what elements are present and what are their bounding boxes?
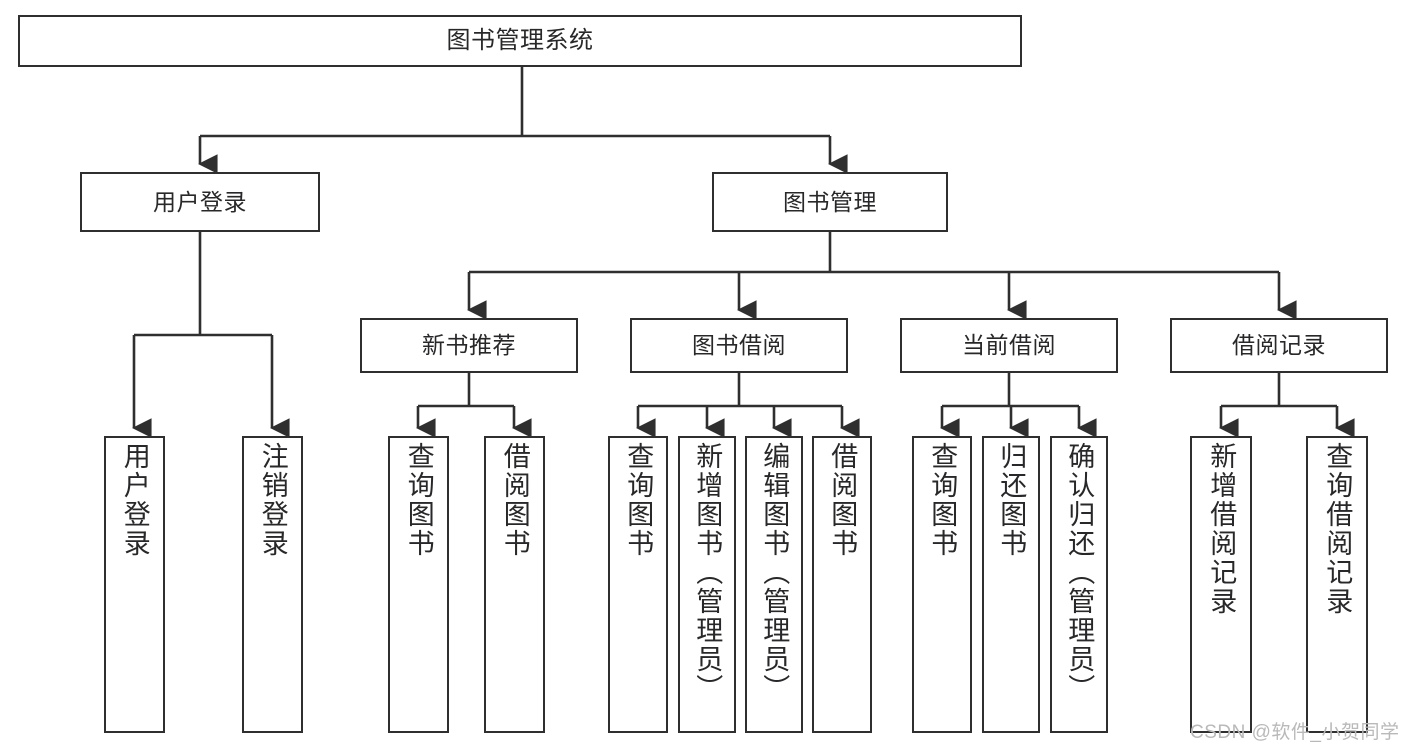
leaf-node-label: 归还图书 bbox=[996, 442, 1027, 558]
leaf-node-label: 编辑图书（管理员） bbox=[759, 442, 790, 703]
node-root[interactable]: 图书管理系统 bbox=[18, 15, 1022, 67]
leaf-node-label: 新增借阅记录 bbox=[1206, 442, 1237, 616]
leaf-node[interactable]: 新增借阅记录 bbox=[1190, 436, 1252, 733]
node-borrow-record-label: 借阅记录 bbox=[1232, 332, 1326, 359]
csdn-watermark: CSDN @软件_小贺同学 bbox=[1190, 722, 1400, 743]
leaf-node[interactable]: 查询借阅记录 bbox=[1306, 436, 1368, 733]
leaf-node-label: 查询借阅记录 bbox=[1322, 442, 1353, 616]
leaf-node[interactable]: 用户登录 bbox=[104, 436, 165, 733]
node-current-borrow[interactable]: 当前借阅 bbox=[900, 318, 1118, 373]
node-book-borrow-label: 图书借阅 bbox=[692, 332, 786, 359]
leaf-node[interactable]: 确认归还（管理员） bbox=[1050, 436, 1108, 733]
node-user-login-label: 用户登录 bbox=[153, 188, 247, 215]
leaf-node[interactable]: 归还图书 bbox=[982, 436, 1040, 733]
node-user-login[interactable]: 用户登录 bbox=[80, 172, 320, 232]
leaf-node[interactable]: 查询图书 bbox=[388, 436, 449, 733]
leaf-node-label: 新增图书（管理员） bbox=[692, 442, 723, 703]
node-root-label: 图书管理系统 bbox=[446, 27, 594, 55]
leaf-node-label: 确认归还（管理员） bbox=[1064, 442, 1095, 703]
leaf-node[interactable]: 借阅图书 bbox=[484, 436, 545, 733]
leaf-node[interactable]: 编辑图书（管理员） bbox=[745, 436, 803, 733]
node-book-management-label: 图书管理 bbox=[783, 188, 877, 215]
leaf-node-label: 查询图书 bbox=[403, 442, 434, 558]
node-new-book-recommend-label: 新书推荐 bbox=[422, 332, 516, 359]
leaf-node-label: 查询图书 bbox=[623, 442, 654, 558]
leaf-node[interactable]: 借阅图书 bbox=[812, 436, 872, 733]
node-book-borrow[interactable]: 图书借阅 bbox=[630, 318, 848, 373]
leaf-node-label: 借阅图书 bbox=[827, 442, 858, 558]
node-book-management[interactable]: 图书管理 bbox=[712, 172, 948, 232]
leaf-node[interactable]: 注销登录 bbox=[242, 436, 303, 733]
node-new-book-recommend[interactable]: 新书推荐 bbox=[360, 318, 578, 373]
leaf-node[interactable]: 查询图书 bbox=[608, 436, 668, 733]
leaf-node[interactable]: 新增图书（管理员） bbox=[678, 436, 736, 733]
leaf-node-label: 查询图书 bbox=[927, 442, 958, 558]
node-borrow-record[interactable]: 借阅记录 bbox=[1170, 318, 1388, 373]
node-current-borrow-label: 当前借阅 bbox=[962, 332, 1056, 359]
leaf-node-label: 借阅图书 bbox=[499, 442, 530, 558]
leaf-node[interactable]: 查询图书 bbox=[912, 436, 972, 733]
leaf-node-label: 用户登录 bbox=[119, 442, 150, 558]
leaf-node-label: 注销登录 bbox=[257, 442, 288, 558]
